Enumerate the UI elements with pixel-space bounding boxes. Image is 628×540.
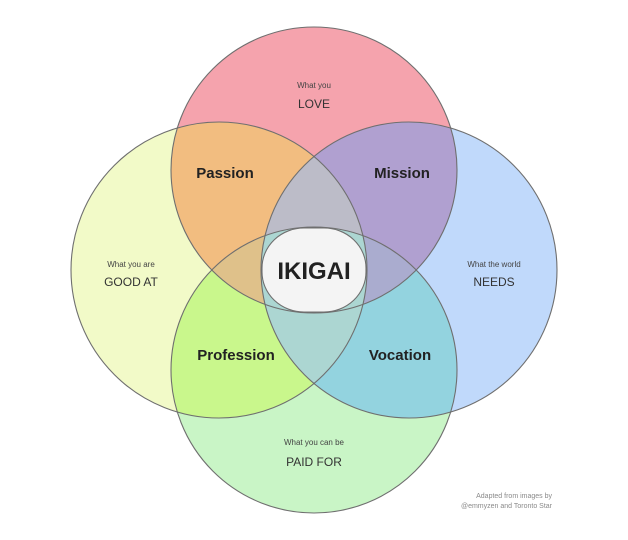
good-at-small-label: What you are	[107, 260, 155, 269]
outline-love	[170, 26, 458, 314]
paid-for-label: PAID FOR	[286, 455, 342, 469]
outline-good-at	[70, 121, 368, 419]
ikigai-center	[261, 227, 367, 313]
love-small-label: What you	[297, 81, 331, 90]
mission-label: Mission	[374, 165, 430, 182]
credit-line-2: @emmyzen and Toronto Star	[461, 503, 553, 510]
needs-small-label: What the world	[467, 260, 520, 269]
vocation-label: Vocation	[369, 347, 431, 364]
profession-label: Profession	[197, 347, 275, 364]
outline-needs	[260, 121, 558, 419]
needs-label: NEEDS	[473, 275, 514, 289]
outline-paid-for	[170, 226, 458, 514]
ikigai-label: IKIGAI	[277, 258, 350, 285]
credit-line-1: Adapted from images by	[476, 493, 552, 500]
paid-for-small-label: What you can be	[284, 438, 345, 447]
passion-label: Passion	[196, 165, 254, 182]
overlap-love-good-needs	[261, 122, 367, 313]
love-label: LOVE	[298, 97, 330, 111]
overlap-good-needs-paid	[261, 227, 367, 418]
good-at-label: GOOD AT	[104, 275, 158, 289]
